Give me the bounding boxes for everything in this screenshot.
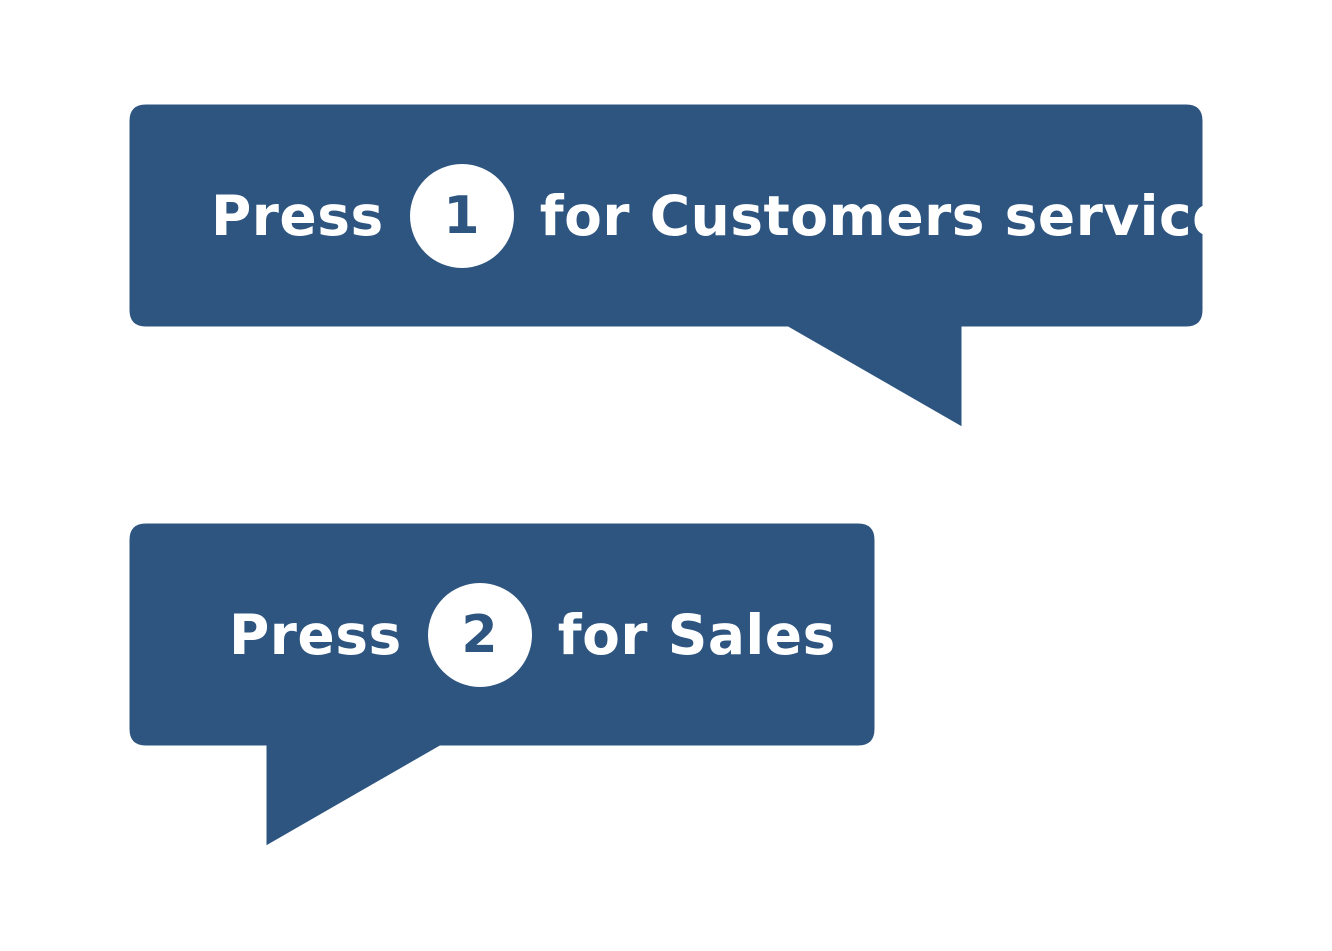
speech-bubble-2-text: Press 2 for Sales bbox=[229, 583, 836, 687]
number-1-badge: 1 bbox=[409, 164, 514, 268]
speech-bubble-1-text: Press 1 for Customers service bbox=[211, 164, 1230, 268]
speech-bubble-2-shape bbox=[128, 522, 876, 847]
bubble-1-suffix: for Customers service bbox=[539, 184, 1230, 248]
number-2-badge: 2 bbox=[427, 583, 532, 687]
number-2-label: 2 bbox=[461, 605, 499, 665]
bubble-2-suffix: for Sales bbox=[557, 603, 836, 667]
bubble-2-prefix: Press bbox=[229, 603, 402, 667]
number-1-label: 1 bbox=[443, 186, 481, 246]
speech-bubble-1-shape bbox=[128, 103, 1204, 428]
bubble-1-prefix: Press bbox=[211, 184, 384, 248]
